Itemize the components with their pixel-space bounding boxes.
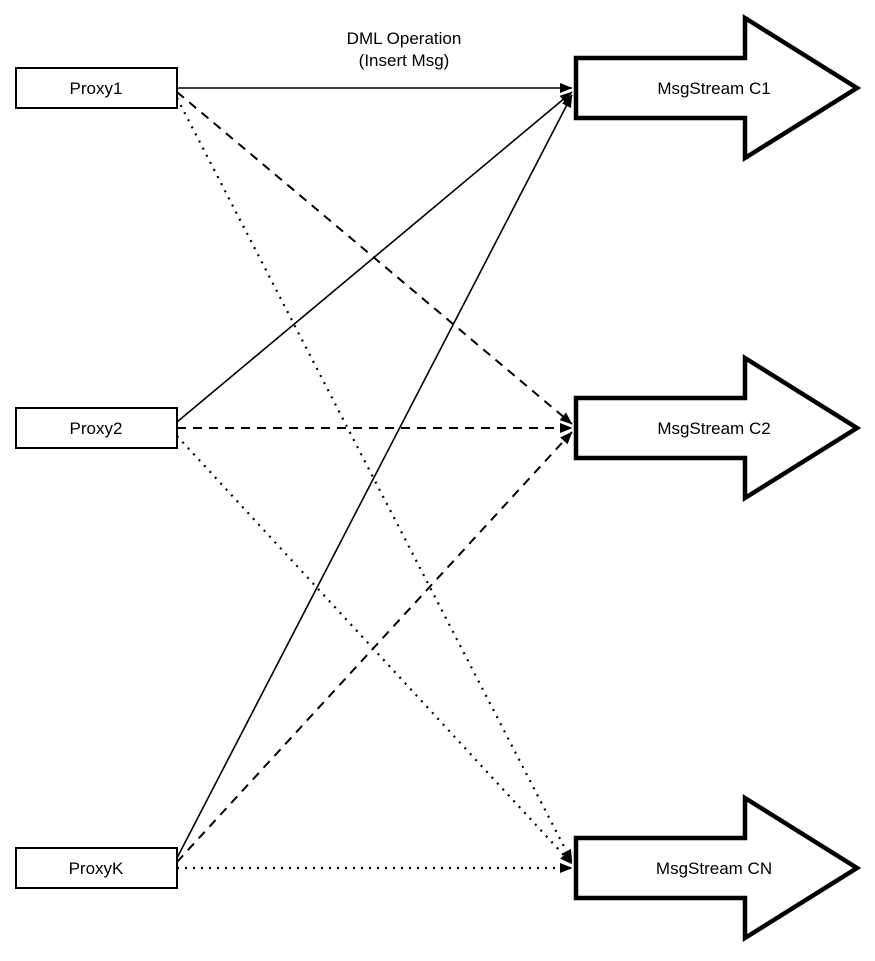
msgstream-c2-label: MsgStream C2 [657, 419, 770, 438]
proxyk-box [15, 847, 178, 889]
msgstream-cn-label: MsgStream CN [656, 859, 772, 878]
node-proxy2: Proxy2 [15, 407, 178, 449]
edge-proxyk-to-c1 [176, 94, 573, 859]
node-msgstream-c2: MsgStream C2 [573, 353, 862, 503]
proxy1-box [15, 67, 178, 109]
edge-proxy1-to-cn [176, 97, 573, 863]
edge-proxyk-to-c2 [176, 431, 573, 863]
msgstream-c1-label: MsgStream C1 [657, 79, 770, 98]
node-msgstream-c1: MsgStream C1 [573, 13, 862, 163]
node-proxy1: Proxy1 [15, 67, 178, 109]
annotation-line1: DML Operation [347, 29, 462, 48]
proxy1-label: Proxy1 [70, 79, 123, 98]
msgstream-c1-arrow-shape [573, 13, 862, 163]
node-msgstream-cn: MsgStream CN [573, 793, 862, 943]
edge-layer [176, 83, 573, 873]
edge-proxy2-to-cn [176, 435, 573, 865]
edge-annotation: DML Operation (Insert Msg) [347, 29, 462, 70]
edge-proxy2-to-c1 [176, 91, 573, 423]
proxyk-label: ProxyK [69, 859, 124, 878]
msgstream-cn-arrow-shape [573, 793, 862, 943]
node-proxyk: ProxyK [15, 847, 178, 889]
msgstream-c2-arrow-shape [573, 353, 862, 503]
proxy2-label: Proxy2 [70, 419, 123, 438]
annotation-line2: (Insert Msg) [359, 51, 450, 70]
proxy2-box [15, 407, 178, 449]
